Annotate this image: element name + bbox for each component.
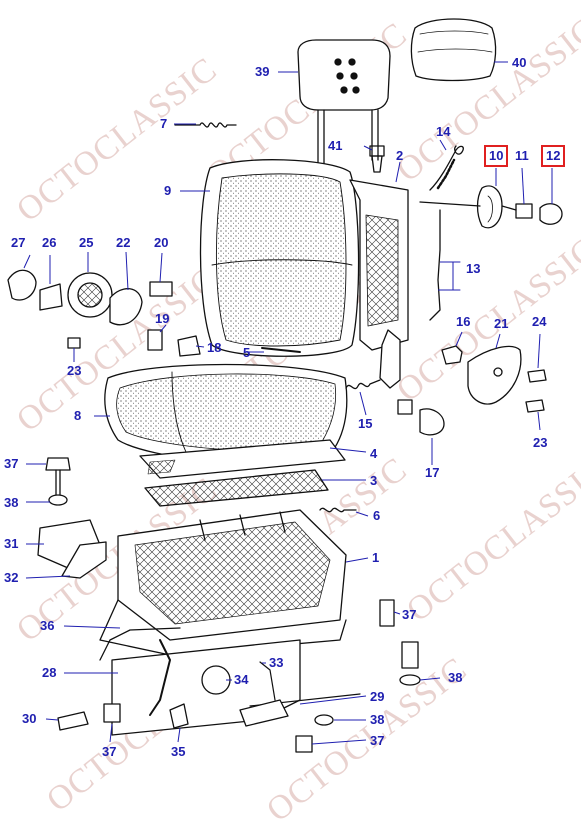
washer-38-part [48, 494, 68, 506]
callout-30: 30 [22, 711, 37, 726]
callout-9: 9 [164, 183, 172, 198]
callout-17: 17 [425, 465, 440, 480]
callout-14: 14 [436, 124, 451, 139]
callout-34: 34 [234, 672, 249, 687]
callout-21: 21 [494, 316, 509, 331]
knob-34-part [201, 665, 231, 695]
washer-38b-part [399, 674, 421, 686]
spacer-19-part [147, 329, 163, 351]
callout-39: 39 [255, 64, 270, 79]
callout-35: 35 [171, 744, 186, 759]
recline-cover-part [467, 345, 522, 405]
bolt-17-part [397, 399, 445, 436]
callout-37-b: 37 [402, 607, 417, 622]
seat-cushion-part [104, 363, 348, 465]
lever-29-part [239, 699, 289, 727]
knob-27-part [7, 269, 37, 301]
callout-4: 4 [370, 446, 378, 461]
callout-23-b: 23 [533, 435, 548, 450]
cover-30-part [57, 711, 89, 731]
callout-37-d: 37 [370, 733, 385, 748]
callout-13: 13 [466, 261, 481, 276]
seat-mesh-part [144, 469, 329, 507]
screw-23a-part [67, 337, 81, 349]
washer-38c-part [314, 714, 334, 726]
callout-22: 22 [116, 235, 131, 250]
callout-24: 24 [532, 314, 547, 329]
callout-19: 19 [155, 311, 170, 326]
callout-38-b: 38 [448, 670, 463, 685]
cap-26-part [39, 283, 63, 311]
callout-37-a: 37 [4, 456, 19, 471]
screw-24-part [527, 369, 547, 383]
callout-10: 10 [484, 145, 509, 167]
bolt-37-part [45, 457, 71, 496]
callout-41: 41 [328, 138, 343, 153]
spacer-20-part [149, 281, 173, 297]
callout-27: 27 [11, 235, 26, 250]
callout-12: 12 [541, 145, 566, 167]
callout-32: 32 [4, 570, 19, 585]
callout-11: 11 [515, 148, 529, 163]
callout-25: 25 [79, 235, 94, 250]
callout-5: 5 [243, 345, 251, 360]
callout-15: 15 [358, 416, 373, 431]
bush-18-part [177, 335, 201, 357]
backrest-part [199, 159, 360, 357]
guide-sleeve-part [369, 145, 385, 173]
callout-26: 26 [42, 235, 57, 250]
callout-16: 16 [456, 314, 471, 329]
spring-7-part [174, 122, 237, 128]
callout-1: 1 [372, 550, 380, 565]
callout-8: 8 [74, 408, 82, 423]
callout-38-c: 38 [370, 712, 385, 727]
spring-14-part [429, 145, 464, 191]
spring-6-part [319, 507, 357, 513]
bracket-22-part [109, 288, 143, 326]
callout-2: 2 [396, 148, 404, 163]
callout-38-a: 38 [4, 495, 19, 510]
gear-25-part [67, 272, 113, 318]
slider-32-part [61, 541, 107, 579]
cap-35-part [169, 703, 189, 729]
callout-3: 3 [370, 473, 378, 488]
screw-23b-part [525, 399, 545, 413]
callout-6: 6 [373, 508, 381, 523]
callout-40: 40 [512, 55, 527, 70]
spring-15-part [345, 379, 381, 390]
callout-28: 28 [42, 665, 57, 680]
parts-drawing [7, 18, 563, 753]
cable-36-part [99, 627, 181, 661]
headrest-part [297, 39, 391, 166]
bolt-37b-part [379, 599, 395, 627]
bush-16-part [441, 345, 463, 365]
callout-31: 31 [4, 536, 19, 551]
callout-36: 36 [40, 618, 55, 633]
headrest-cover-part [410, 18, 497, 82]
callout-20: 20 [154, 235, 169, 250]
callout-37-c: 37 [102, 744, 117, 759]
callout-18: 18 [207, 340, 222, 355]
recline-handle-part [419, 185, 563, 321]
callout-7: 7 [160, 116, 168, 131]
exploded-seat-diagram: OCTOCLASSIC OCTOCLASSIC OCTOCLASSIC OCTO… [4, 11, 581, 830]
backrest-frame-part [349, 179, 409, 389]
callout-33: 33 [269, 655, 284, 670]
callout-23-a: 23 [67, 363, 82, 378]
seat-frame-part [99, 509, 347, 656]
bolt-37a-part [103, 703, 121, 723]
callout-29: 29 [370, 689, 385, 704]
bolt-37d-part [295, 735, 313, 753]
bolt-37c-part [401, 641, 419, 669]
